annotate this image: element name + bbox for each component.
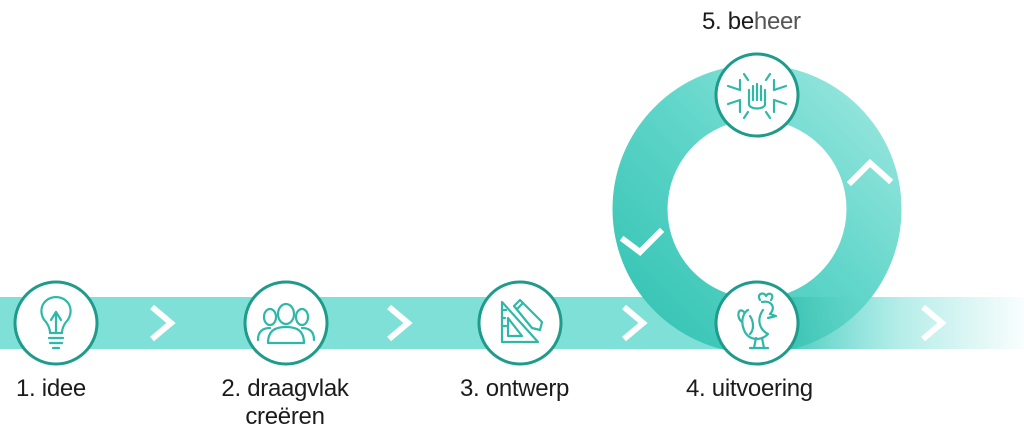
step-4-label: 4. uitvoering xyxy=(686,375,813,402)
step-2-label-line1: 2. draagvlak xyxy=(221,375,349,402)
loop-exit xyxy=(790,297,900,349)
hands-together-icon xyxy=(726,72,788,120)
step-2-label: 2. draagvlak creëren xyxy=(195,375,375,431)
step-1-node xyxy=(13,280,99,366)
rooster-icon xyxy=(737,292,778,350)
step-5-node xyxy=(714,52,800,138)
arrow-chevron-2 xyxy=(387,304,413,342)
step-5-label: 5. beheer xyxy=(702,8,801,36)
step-2-node xyxy=(243,280,329,366)
step-5-label-suffix: heer xyxy=(753,8,801,35)
step-5-label-prefix: 5. be xyxy=(702,8,754,35)
step-1-label: 1. idee xyxy=(16,375,86,402)
arrow-chevron-3 xyxy=(622,304,648,342)
step-4-node xyxy=(714,280,800,366)
step-3-node xyxy=(477,280,563,366)
loop-arrow-left xyxy=(619,227,665,256)
step-3-label: 3. ontwerp xyxy=(460,375,570,402)
ruler-pencil-icon xyxy=(500,298,544,344)
arrow-chevron-4 xyxy=(921,304,947,342)
lightbulb-icon xyxy=(40,295,72,350)
people-group-icon xyxy=(256,302,316,345)
arrow-chevron-1 xyxy=(150,304,176,342)
step-2-label-line2: creëren xyxy=(245,403,325,430)
loop-arrow-right xyxy=(846,158,894,187)
